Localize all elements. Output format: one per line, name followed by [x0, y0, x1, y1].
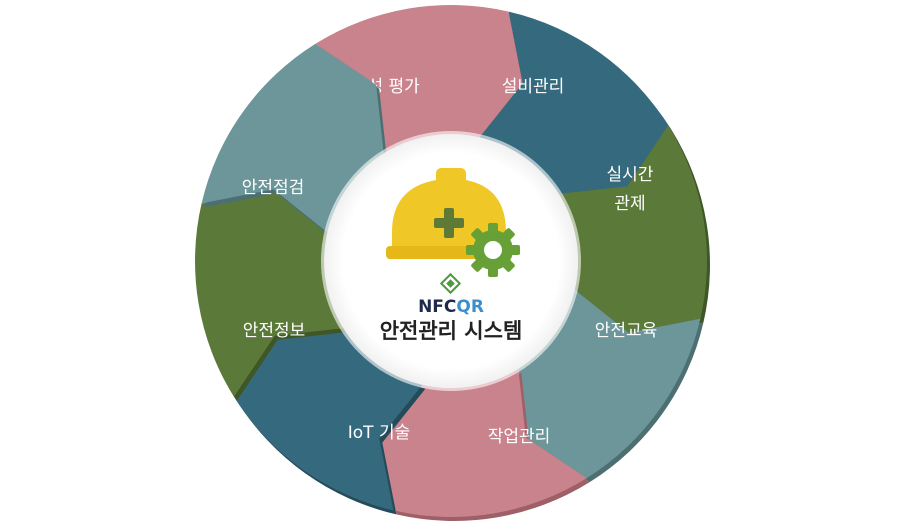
segment-facility: 설비관리 — [479, 11, 672, 198]
segment-shape — [479, 11, 669, 194]
segment-shape — [195, 189, 344, 397]
nfcqr-logo: NFCQR — [418, 272, 484, 317]
center-hub: NFCQR 안전관리 시스템 — [321, 131, 581, 391]
segment-shape — [315, 5, 523, 154]
segment-shape — [518, 289, 701, 479]
segment-label: 안전정보 — [243, 321, 306, 341]
segment-label: 안전점검 — [242, 178, 305, 198]
segment-shape — [379, 368, 587, 517]
segment-iot: IoT 기술 — [233, 328, 426, 515]
hub-circle — [324, 134, 578, 388]
segment-shape — [233, 328, 423, 511]
segment-label: 안전교육 — [595, 321, 658, 341]
brand-logo-text: NFCQR — [418, 297, 484, 317]
segment-shape — [201, 43, 384, 233]
segment-label: 작업관리 — [488, 427, 551, 447]
gear-icon — [466, 223, 520, 277]
segment-shape — [558, 125, 707, 333]
segment-inspection: 안전점검 — [201, 43, 387, 237]
segment-work: 작업관리 — [379, 368, 590, 521]
segment-label: IoT 기술 — [348, 423, 410, 443]
center-title: 안전관리 시스템 — [380, 319, 523, 343]
segment-label: 설비관리 — [502, 77, 565, 97]
segment-education: 안전교육 — [518, 289, 704, 483]
diamond-icon — [439, 272, 462, 295]
segment-info: 안전정보 — [195, 189, 347, 401]
